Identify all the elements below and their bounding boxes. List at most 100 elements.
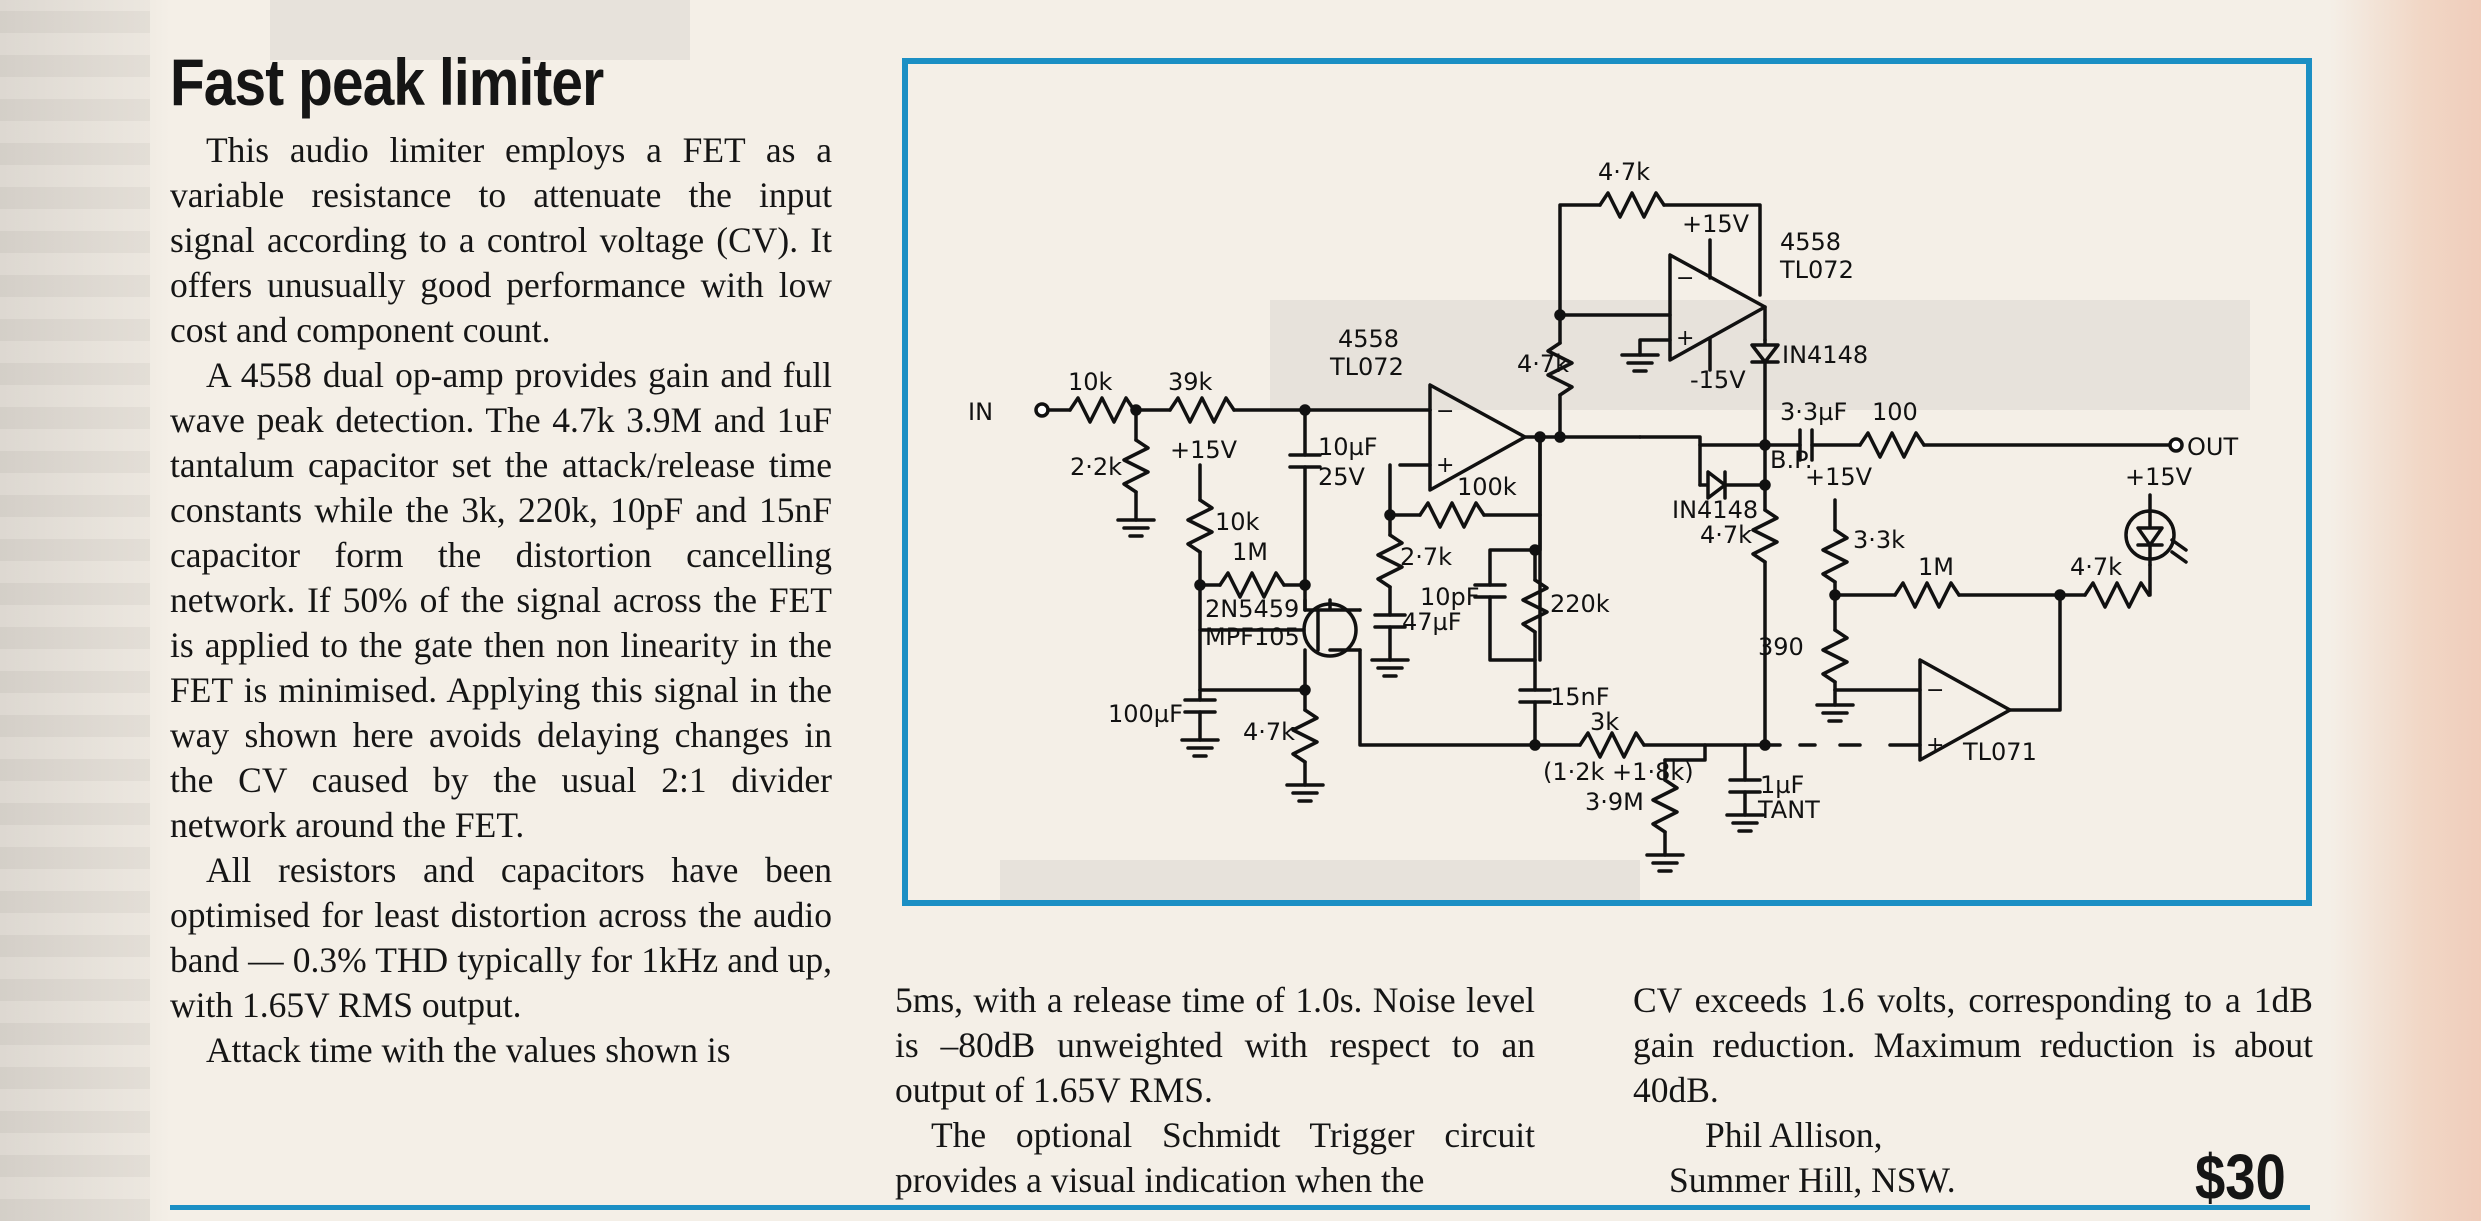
article-title: Fast peak limiter (170, 45, 604, 119)
led-diode (2136, 509, 2164, 567)
label-r10k-b: 10k (1215, 508, 1260, 536)
output-terminal (2168, 437, 2184, 453)
ground-symbol (1116, 518, 1156, 538)
label-r3-3k: 3·3k (1853, 526, 1905, 554)
wire (1488, 595, 1537, 662)
label-r4-7k-fb: 4·7k (1517, 350, 1569, 378)
ground-symbol (1645, 853, 1685, 873)
resistor-10k-in (1068, 396, 1136, 424)
article-column-1: This audio limiter employs a FET as a va… (170, 128, 832, 1073)
paragraph: The optional Schmidt Trigger circuit pro… (895, 1115, 1535, 1200)
wire (1198, 648, 1307, 692)
label-r4-7k-src: 4·7k (1243, 718, 1295, 746)
label-r4-7k-top: 4·7k (1598, 158, 1650, 186)
capacitor-15nf (1518, 688, 1552, 704)
opamp-minus-sign: − (1926, 678, 1944, 703)
resistor-3-3k (1821, 528, 1849, 584)
label-c1u: 1µF (1760, 771, 1804, 799)
resistor-390 (1821, 628, 1849, 684)
led-rays (2170, 538, 2188, 564)
resistor-2-2k (1122, 438, 1150, 494)
wire (1662, 203, 1762, 297)
input-terminal (1034, 402, 1050, 418)
paragraph: All resistors and capacitors have been o… (170, 850, 832, 1025)
author-location: Summer Hill, NSW. (1669, 1160, 1956, 1200)
label-in: IN (968, 398, 993, 426)
label-out: OUT (2187, 433, 2238, 461)
label-d2: IN4148 (1672, 496, 1758, 524)
wire (2008, 593, 2062, 712)
ground-symbol (1620, 353, 1660, 373)
wire (1488, 513, 1542, 587)
wire (1663, 743, 1707, 762)
label-opamp1-a: 4558 (1338, 325, 1399, 353)
label-fet-2: MPF105 (1205, 623, 1300, 651)
label-r1m-b: 1M (1918, 553, 1954, 581)
paragraph: 5ms, with a release time of 1.0s. Noise … (895, 980, 1535, 1110)
label-r100k: 100k (1457, 473, 1517, 501)
label-r2-7k: 2·7k (1400, 543, 1452, 571)
resistor-3k (1578, 731, 1646, 759)
label-r39k: 39k (1168, 368, 1213, 396)
label-opamp2-b: TL072 (1779, 256, 1854, 284)
resistor-220k (1521, 578, 1549, 634)
paragraph: This audio limiter employs a FET as a va… (170, 130, 832, 350)
label-c10p: 10pF (1420, 583, 1480, 611)
label-c47u: 47µF (1402, 608, 1462, 636)
resistor-4-7k-led (2083, 581, 2151, 609)
opamp-minus-sign: − (1436, 399, 1454, 424)
opamp-2 (1668, 253, 1767, 362)
opamp-3 (1918, 658, 2012, 762)
label-plus15-d: +15V (2125, 463, 2193, 491)
label-c1u-type: TANT (1757, 796, 1820, 824)
label-r3k: 3k (1590, 708, 1619, 736)
paragraph: Attack time with the values shown is (206, 1030, 731, 1070)
resistor-1m-a (1218, 571, 1286, 599)
schematic-frame (902, 58, 2312, 906)
opamp-plus-sign: + (1436, 453, 1454, 478)
label-fet-1: 2N5459 (1205, 595, 1299, 623)
opamp-plus-sign: + (1676, 326, 1694, 351)
wire (2147, 563, 2152, 597)
wire (1358, 608, 1582, 747)
resistor-4-7k-fb (1546, 341, 1574, 397)
ground-symbol (1815, 703, 1855, 723)
wire (1638, 338, 1672, 357)
label-plus15-b: +15V (1682, 210, 1750, 238)
ground-symbol (1370, 658, 1410, 678)
capacitor-100uf (1183, 698, 1217, 714)
ground-symbol (1180, 738, 1220, 758)
resistor-1m-b (1893, 581, 1961, 609)
resistor-100k (1418, 501, 1486, 529)
fet-2n5459 (1302, 602, 1358, 658)
label-plus15-a: +15V (1170, 436, 1238, 464)
label-r10k-in: 10k (1068, 368, 1113, 396)
label-r4-7k-led: 4·7k (2070, 553, 2122, 581)
resistor-4-7k-src (1291, 708, 1319, 764)
capacitor-10uf (1288, 453, 1322, 469)
resistor-2-7k (1376, 533, 1404, 589)
wire (1428, 408, 1642, 439)
article-column-3: CV exceeds 1.6 volts, corresponding to a… (1633, 978, 2313, 1203)
wire (1638, 435, 1802, 447)
paragraph: CV exceeds 1.6 volts, corresponding to a… (1633, 980, 2313, 1110)
resistor-100 (1858, 431, 1926, 459)
capacitor-1uf-tant (1728, 778, 1762, 794)
resistor-4-7k-d (1751, 508, 1779, 564)
price-tag: $30 (2195, 1141, 2286, 1213)
label-r2-2k: 2·2k (1070, 453, 1122, 481)
label-minus15: -15V (1690, 366, 1746, 394)
adjacent-page-edge (0, 0, 150, 1221)
opamp-1 (1428, 383, 1527, 492)
diode-in4148-a (1750, 338, 1780, 447)
bottom-rule (170, 1205, 2310, 1210)
article-column-2: 5ms, with a release time of 1.0s. Noise … (895, 978, 1535, 1203)
opamp-minus-sign: − (1676, 266, 1694, 291)
label-c100u: 100µF (1108, 700, 1183, 728)
label-plus15-c: +15V (1805, 463, 1873, 491)
show-through-block (1000, 860, 1640, 900)
resistor-4-7k-top (1598, 191, 1666, 219)
label-c3-3u: 3·3µF (1780, 398, 1847, 426)
label-r220k: 220k (1550, 590, 1610, 618)
